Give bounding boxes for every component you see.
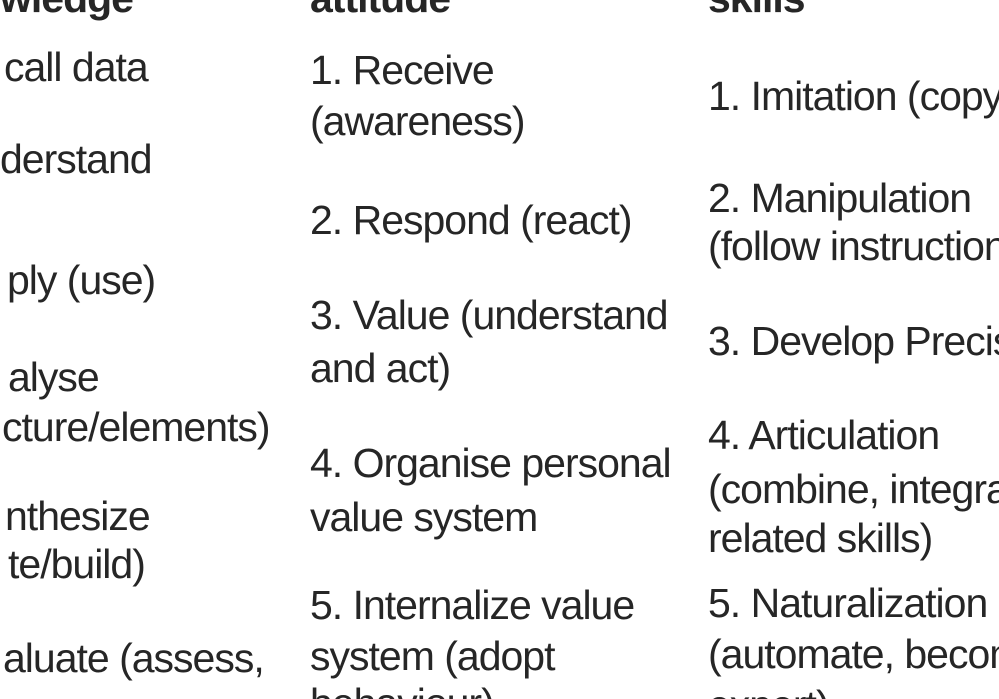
knowledge-item-analyse-line-1: alyse: [8, 354, 100, 400]
attitude-item-internalize-line-2: system (adopt: [310, 633, 555, 679]
knowledge-item-synthesize-line-2: te/build): [8, 541, 146, 587]
knowledge-item-recall: call data: [4, 44, 149, 90]
attitude-item-internalize-line-1: 5. Internalize value: [310, 582, 635, 628]
knowledge-item-evaluate: aluate (assess,: [3, 635, 265, 681]
attitude-item-organise-line-2: value system: [310, 494, 538, 540]
attitude-item-internalize-line-3: behaviour): [310, 678, 495, 699]
attitude-item-receive-line-1: 1. Receive: [310, 47, 495, 93]
attitude-item-value-line-2: and act): [310, 345, 451, 391]
knowledge-item-apply: ply (use): [7, 257, 156, 303]
skills-item-articulation-line-2: (combine, integra: [708, 466, 999, 512]
skills-item-naturalization-line-2: (automate, becom: [708, 631, 999, 677]
skills-item-manipulation-line-2: (follow instruction: [708, 223, 999, 269]
attitude-item-organise-line-1: 4. Organise personal: [310, 440, 672, 486]
attitude-item-value-line-1: 3. Value (understand: [310, 292, 669, 338]
skills-item-manipulation-line-1: 2. Manipulation: [708, 175, 972, 221]
knowledge-column-header: wledge: [0, 0, 134, 23]
skills-item-articulation-line-1: 4. Articulation: [708, 412, 940, 458]
skills-item-imitation: 1. Imitation (copy: [708, 73, 999, 119]
skills-item-articulation-line-3: related skills): [708, 515, 933, 561]
skills-item-naturalization-line-1: 5. Naturalization: [708, 580, 988, 626]
skills-item-precision: 3. Develop Precisi: [708, 318, 999, 364]
skills-item-naturalization-line-3: expert): [708, 680, 830, 699]
knowledge-item-synthesize-line-1: nthesize: [5, 493, 151, 539]
knowledge-item-understand: derstand: [0, 136, 153, 182]
knowledge-item-analyse-line-2: cture/elements): [2, 404, 271, 450]
attitude-item-receive-line-2: (awareness): [310, 98, 526, 144]
skills-column-header: skills: [708, 0, 806, 23]
attitude-column-header: attitude: [310, 0, 451, 23]
attitude-item-respond: 2. Respond (react): [310, 197, 633, 243]
